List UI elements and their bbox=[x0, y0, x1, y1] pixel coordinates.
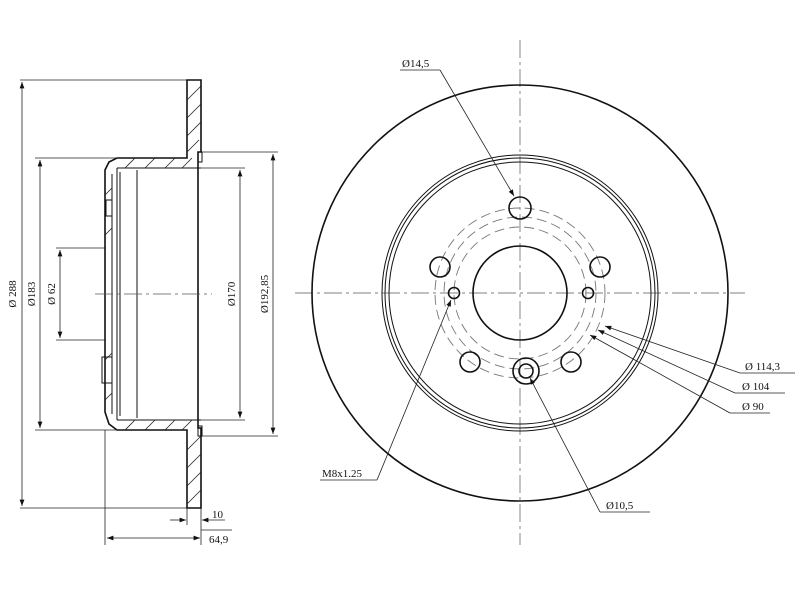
hat-ring bbox=[384, 157, 656, 429]
front-view: Ø14,5 Ø 114,3 Ø 104 Ø 90 M8x1.25 Ø10,5 bbox=[295, 40, 795, 545]
center-bore bbox=[472, 245, 568, 341]
dimension-ring-inner-diameter: Ø192,85 bbox=[202, 151, 278, 437]
label-thread: M8x1.25 bbox=[322, 468, 363, 480]
bolt-section bbox=[101, 356, 113, 384]
dim-outer-diameter: Ø 288 bbox=[7, 280, 19, 308]
leader-thread: M8x1.25 bbox=[320, 299, 452, 481]
leader-pcd-inner: Ø 90 bbox=[589, 334, 770, 414]
section-hatching bbox=[104, 85, 202, 505]
pcd-circle-inner bbox=[453, 226, 587, 360]
disc-outer-edge bbox=[311, 84, 729, 502]
dim-height: 64,9 bbox=[209, 534, 229, 546]
dim-ring-inner-diameter: Ø192,85 bbox=[259, 274, 271, 313]
locator-hole-inner bbox=[518, 363, 534, 379]
stud-hole bbox=[560, 351, 582, 373]
dim-center-bore: Ø 62 bbox=[46, 283, 58, 305]
stud-hole bbox=[508, 196, 532, 220]
leader-pcd-mid: Ø 104 bbox=[597, 329, 785, 394]
hat-ring bbox=[381, 154, 659, 432]
dimension-hat-diameter: Ø183 bbox=[26, 157, 117, 431]
dimension-inner-diameter: Ø170 bbox=[201, 167, 245, 421]
hole-section bbox=[105, 199, 113, 217]
ring-groove bbox=[197, 425, 203, 437]
leader-pcd-outer: Ø 114,3 bbox=[604, 325, 795, 374]
dim-thickness: 10 bbox=[212, 509, 224, 521]
dimension-outer-diameter: Ø 288 bbox=[7, 79, 187, 509]
pcd-circle-outer bbox=[434, 207, 606, 379]
stud-hole bbox=[429, 256, 451, 278]
dimension-thickness: 10 bbox=[170, 508, 225, 545]
label-pcd-outer: Ø 114,3 bbox=[745, 361, 781, 373]
hat-ring bbox=[388, 161, 652, 425]
stud-hole bbox=[589, 256, 611, 278]
label-stud-hole: Ø14,5 bbox=[402, 58, 430, 70]
label-pcd-inner: Ø 90 bbox=[742, 401, 764, 413]
thread-hole bbox=[447, 286, 461, 300]
leader-locator-hole: Ø10,5 bbox=[529, 377, 650, 513]
leader-stud-hole: Ø14,5 bbox=[400, 58, 515, 197]
pcd-circle-mid bbox=[443, 216, 597, 370]
dim-hat-diameter: Ø183 bbox=[26, 281, 38, 306]
label-locator-hole: Ø10,5 bbox=[606, 500, 634, 512]
dim-inner-diameter: Ø170 bbox=[226, 281, 238, 306]
dimension-center-bore: Ø 62 bbox=[46, 247, 106, 341]
locator-hole bbox=[512, 357, 540, 385]
stud-hole bbox=[459, 351, 481, 373]
side-view: Ø 288 Ø183 Ø 62 Ø170 Ø192,85 10 bbox=[7, 79, 278, 546]
label-pcd-mid: Ø 104 bbox=[742, 381, 770, 393]
thread-hole bbox=[581, 286, 595, 300]
dimension-height: 64,9 bbox=[104, 430, 232, 546]
ring-groove bbox=[197, 151, 203, 163]
